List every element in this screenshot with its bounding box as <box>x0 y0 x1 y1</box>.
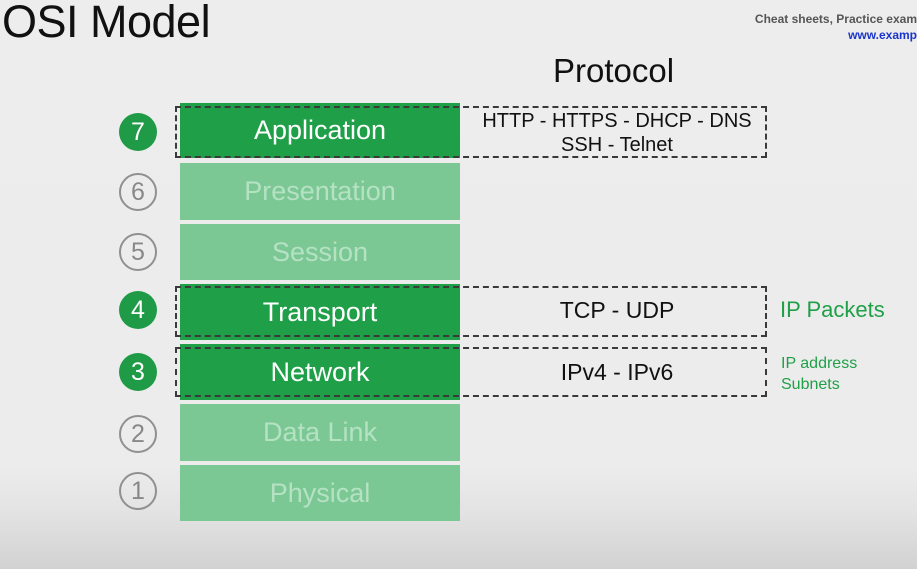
network-side-label-line1: IP address <box>781 355 858 372</box>
layer-presentation: Presentation <box>180 163 460 220</box>
layer-number-7: 7 <box>119 113 157 151</box>
layer-data-link: Data Link <box>180 404 460 461</box>
corner-caption: Cheat sheets, Practice exam www.examp <box>755 12 917 42</box>
corner-caption-link[interactable]: www.examp <box>848 28 917 42</box>
application-protocols-line1: HTTP - HTTPS - DHCP - DNS <box>482 110 752 132</box>
transport-highlight-box <box>175 286 767 337</box>
page-title: OSI Model <box>2 0 211 47</box>
layer-number-6: 6 <box>119 173 157 211</box>
corner-caption-line1: Cheat sheets, Practice exam <box>754 12 917 26</box>
layer-number-3: 3 <box>119 353 157 391</box>
layer-number-1: 1 <box>119 472 157 510</box>
network-side-label-line2: Subnets <box>781 376 840 393</box>
application-highlight-box <box>175 106 767 158</box>
layer-number-4: 4 <box>119 291 157 329</box>
transport-side-label: IP Packets <box>780 297 885 322</box>
network-protocols: IPv4 - IPv6 <box>560 359 674 385</box>
layer-network: Network <box>180 344 460 400</box>
layer-number-2: 2 <box>119 415 157 453</box>
layer-physical: Physical <box>180 465 460 521</box>
network-side-label: IP address Subnets <box>781 353 857 395</box>
transport-protocols: TCP - UDP <box>559 297 675 323</box>
application-protocols: HTTP - HTTPS - DHCP - DNS SSH - Telnet <box>462 109 772 157</box>
layer-number-5: 5 <box>119 233 157 271</box>
protocol-header: Protocol <box>553 52 675 89</box>
layer-application: Application <box>180 103 460 158</box>
network-highlight-box <box>175 347 767 397</box>
application-protocols-line2: SSH - Telnet <box>561 134 673 156</box>
layer-session: Session <box>180 224 460 280</box>
layer-transport: Transport <box>180 284 460 340</box>
